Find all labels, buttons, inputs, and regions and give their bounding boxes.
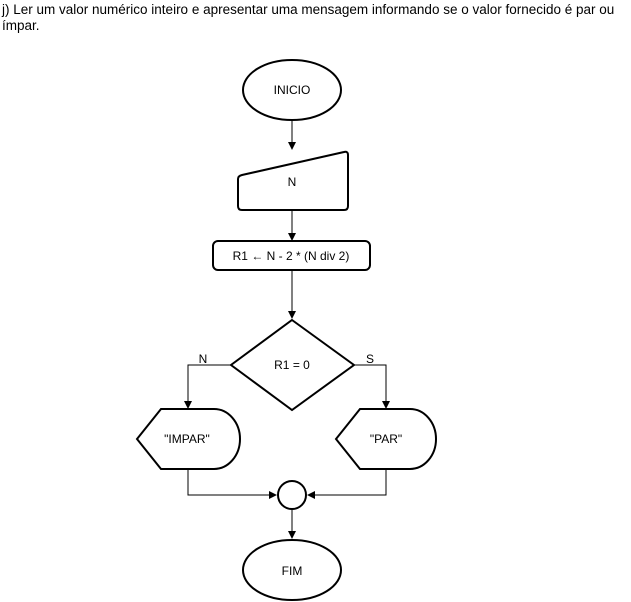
- edge-decision-no: [184, 364, 231, 409]
- output-impar-label: "IMPAR": [164, 432, 210, 446]
- start-node: INICIO: [242, 59, 342, 121]
- display-shape-impar: [135, 408, 241, 470]
- output-impar-node: "IMPAR": [135, 408, 241, 470]
- connector-circle: [277, 480, 307, 510]
- manual-input-shape: [237, 150, 349, 211]
- branch-yes-label: S: [366, 352, 374, 366]
- decision-node: R1 = 0: [229, 318, 356, 412]
- start-ellipse: [242, 59, 342, 121]
- process-rect: [212, 240, 371, 271]
- edge-par-to-connector: [307, 470, 387, 499]
- branch-no-label: N: [199, 352, 208, 366]
- process-label: R1 ← N - 2 * (N div 2): [233, 249, 350, 263]
- input-label: N: [288, 175, 297, 189]
- display-shape-par: [334, 408, 437, 470]
- flow-edges: [184, 121, 390, 539]
- decision-diamond: [229, 318, 356, 412]
- input-node: N: [237, 150, 349, 211]
- output-par-node: "PAR": [334, 408, 437, 470]
- process-node: R1 ← N - 2 * (N div 2): [212, 240, 371, 271]
- start-label: INICIO: [274, 83, 311, 97]
- edge-decision-yes: [354, 364, 390, 409]
- end-node: FIM: [242, 539, 342, 601]
- output-par-label: "PAR": [370, 432, 402, 446]
- decision-label: R1 = 0: [274, 358, 310, 372]
- edge-impar-to-connector: [187, 470, 277, 499]
- exercise-statement: j) Ler um valor numérico inteiro e apres…: [2, 2, 615, 33]
- end-label: FIM: [282, 564, 303, 578]
- end-ellipse: [242, 539, 342, 601]
